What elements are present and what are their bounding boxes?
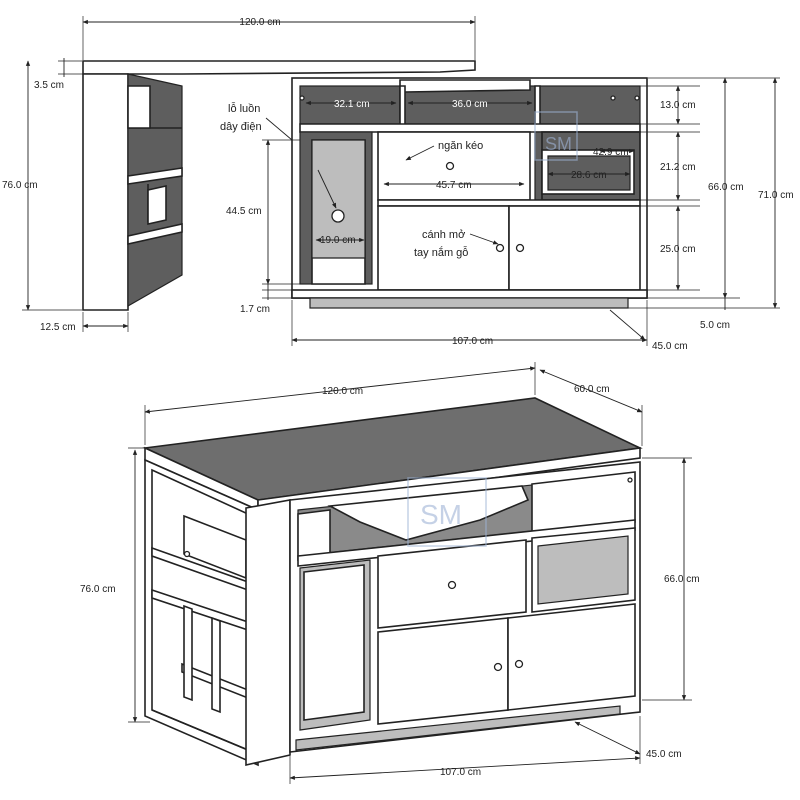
iso-door-knob-left [493,662,503,672]
screw-3 [634,95,640,101]
label-door-1: cánh mở [422,229,465,241]
dim-plinth: 1.7 cm [240,304,270,315]
iso-view: SM 120.0 cm 60.0 cm 76.0 cm 66.0 cm 45.0… [80,362,700,784]
door-knob-left [495,243,505,253]
dim-width-top: 120.0 cm [239,17,280,28]
cabinet-bottom [291,289,648,299]
dim-drawer: 45.7 cm [436,180,472,191]
dim-row1: 13.0 cm [660,100,696,111]
iso-dim-height-right: 66.0 cm [664,574,700,585]
door-right [508,205,641,291]
dim-cabinet-width: 107.0 cm [452,336,493,347]
label-cable-hole-2: dây điện [220,121,262,133]
label-cable-hole-1: lỗ luồn [228,102,260,115]
iso-dim-height-left: 76.0 cm [80,584,116,595]
iso-left-tower-front [245,499,291,767]
iso-dim-width: 120.0 cm [322,386,363,397]
dim-row3: 25.0 cm [660,244,696,255]
watermark-logo: SM [534,111,578,161]
dim-base: 5.0 cm [700,320,730,331]
desk-top-front [82,60,476,75]
dim-row2: 21.2 cm [660,162,696,173]
iso-pullout [327,485,530,541]
left-tower-box [127,85,151,129]
iso-dim-depth-bottom: 45.0 cm [646,749,682,760]
iso-cubby-inner [537,535,629,605]
iso-screw [627,477,633,483]
iso-dim-depth-top: 60.0 cm [574,384,610,395]
iso-base [295,705,621,751]
svg-text:SM: SM [545,134,572,154]
dim-side-depth: 12.5 cm [40,322,76,333]
door-knob-right [515,243,525,253]
iso-tower-knob [183,550,191,558]
screw-2 [610,95,616,101]
dim-cabinet-height: 66.0 cm [708,182,744,193]
left-tower [82,73,129,311]
dim-top-thickness: 3.5 cm [34,80,64,91]
plinth [309,297,629,309]
iso-door-knob-right [514,659,524,669]
svg-text:SM: SM [420,499,462,530]
iso-left-tower-divider [183,604,221,714]
iso-dim-width-bottom: 107.0 cm [440,767,481,778]
dim-open-shelf: 19.0 cm [320,235,356,246]
iso-door-left [377,617,509,725]
dim-inner-height: 44.5 cm [226,206,262,217]
dim-overall-height: 71.0 cm [758,190,794,201]
iso-open-left-back [303,564,365,721]
screw-1 [299,95,305,101]
door-left [377,205,510,291]
iso-door-right [507,603,636,711]
dim-cubby-inner: 28.6 cm [571,170,607,181]
dim-shelf-mid: 36.0 cm [452,99,488,110]
label-door-2: tay nắm gỗ [414,246,468,259]
drawer-knob [445,161,455,171]
left-tower-slats [127,167,183,245]
dim-cubby: 42.9 cm [593,147,629,158]
label-drawer: ngăn kéo [438,140,483,152]
open-left-inner [311,139,366,259]
mid-shelf-line [377,199,641,207]
cable-hole [331,209,345,223]
iso-watermark-logo: SM [407,477,487,547]
dim-shelf-left: 32.1 cm [334,99,370,110]
iso-drawer-knob [447,580,457,590]
front-view: SM 120.0 cm 3.5 cm 76.0 cm 12.5 cm 44.5 … [2,16,794,352]
dim-height-left: 76.0 cm [2,180,38,191]
dim-depth: 45.0 cm [652,341,688,352]
